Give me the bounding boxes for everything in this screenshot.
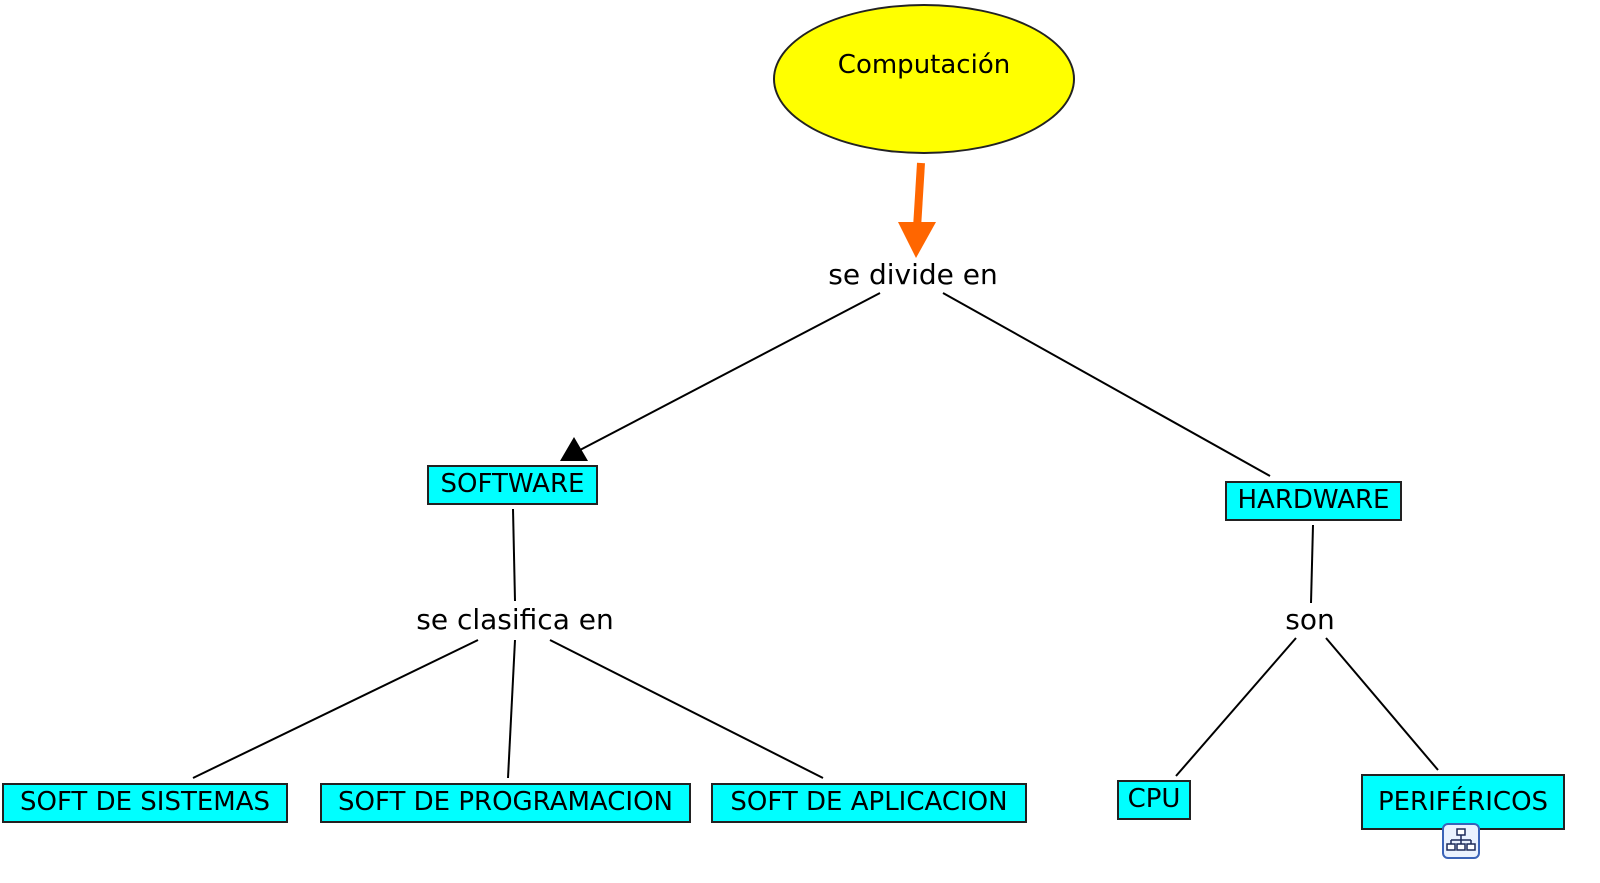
link-label-son[interactable]: son: [1285, 603, 1335, 636]
concept-perifericos[interactable]: PERIFÉRICOS: [1361, 774, 1565, 830]
root-arrow-head: [898, 222, 936, 258]
connector-hardware-son: [1310, 524, 1314, 604]
root-concept-label: Computación: [837, 50, 1011, 80]
arrowhead-software: [560, 437, 588, 461]
connector-divide-hardware: [942, 292, 1271, 477]
connector-son-cpu: [1175, 637, 1297, 777]
connector-clasifica-sistemas: [192, 639, 479, 779]
link-label-clasifica[interactable]: se clasifica en: [416, 603, 614, 636]
submap-icon[interactable]: [1442, 823, 1480, 859]
concept-soft-aplicacion[interactable]: SOFT DE APLICACION: [711, 783, 1027, 823]
connector-software-clasifica: [512, 508, 516, 602]
connector-divide-software: [579, 292, 881, 451]
concept-soft-programacion[interactable]: SOFT DE PROGRAMACION: [320, 783, 691, 823]
connector-son-perifericos: [1325, 637, 1439, 771]
link-label-divide[interactable]: se divide en: [828, 258, 998, 291]
concept-soft-sistemas[interactable]: SOFT DE SISTEMAS: [2, 783, 288, 823]
root-concept-ellipse[interactable]: Computación: [773, 4, 1075, 154]
concept-hardware[interactable]: HARDWARE: [1225, 481, 1402, 521]
concept-cpu[interactable]: CPU: [1117, 780, 1191, 820]
concept-software[interactable]: SOFTWARE: [427, 465, 598, 505]
connector-clasifica-aplicacion: [549, 639, 824, 779]
root-arrow-line: [913, 162, 925, 229]
connector-clasifica-programacion: [507, 639, 516, 779]
